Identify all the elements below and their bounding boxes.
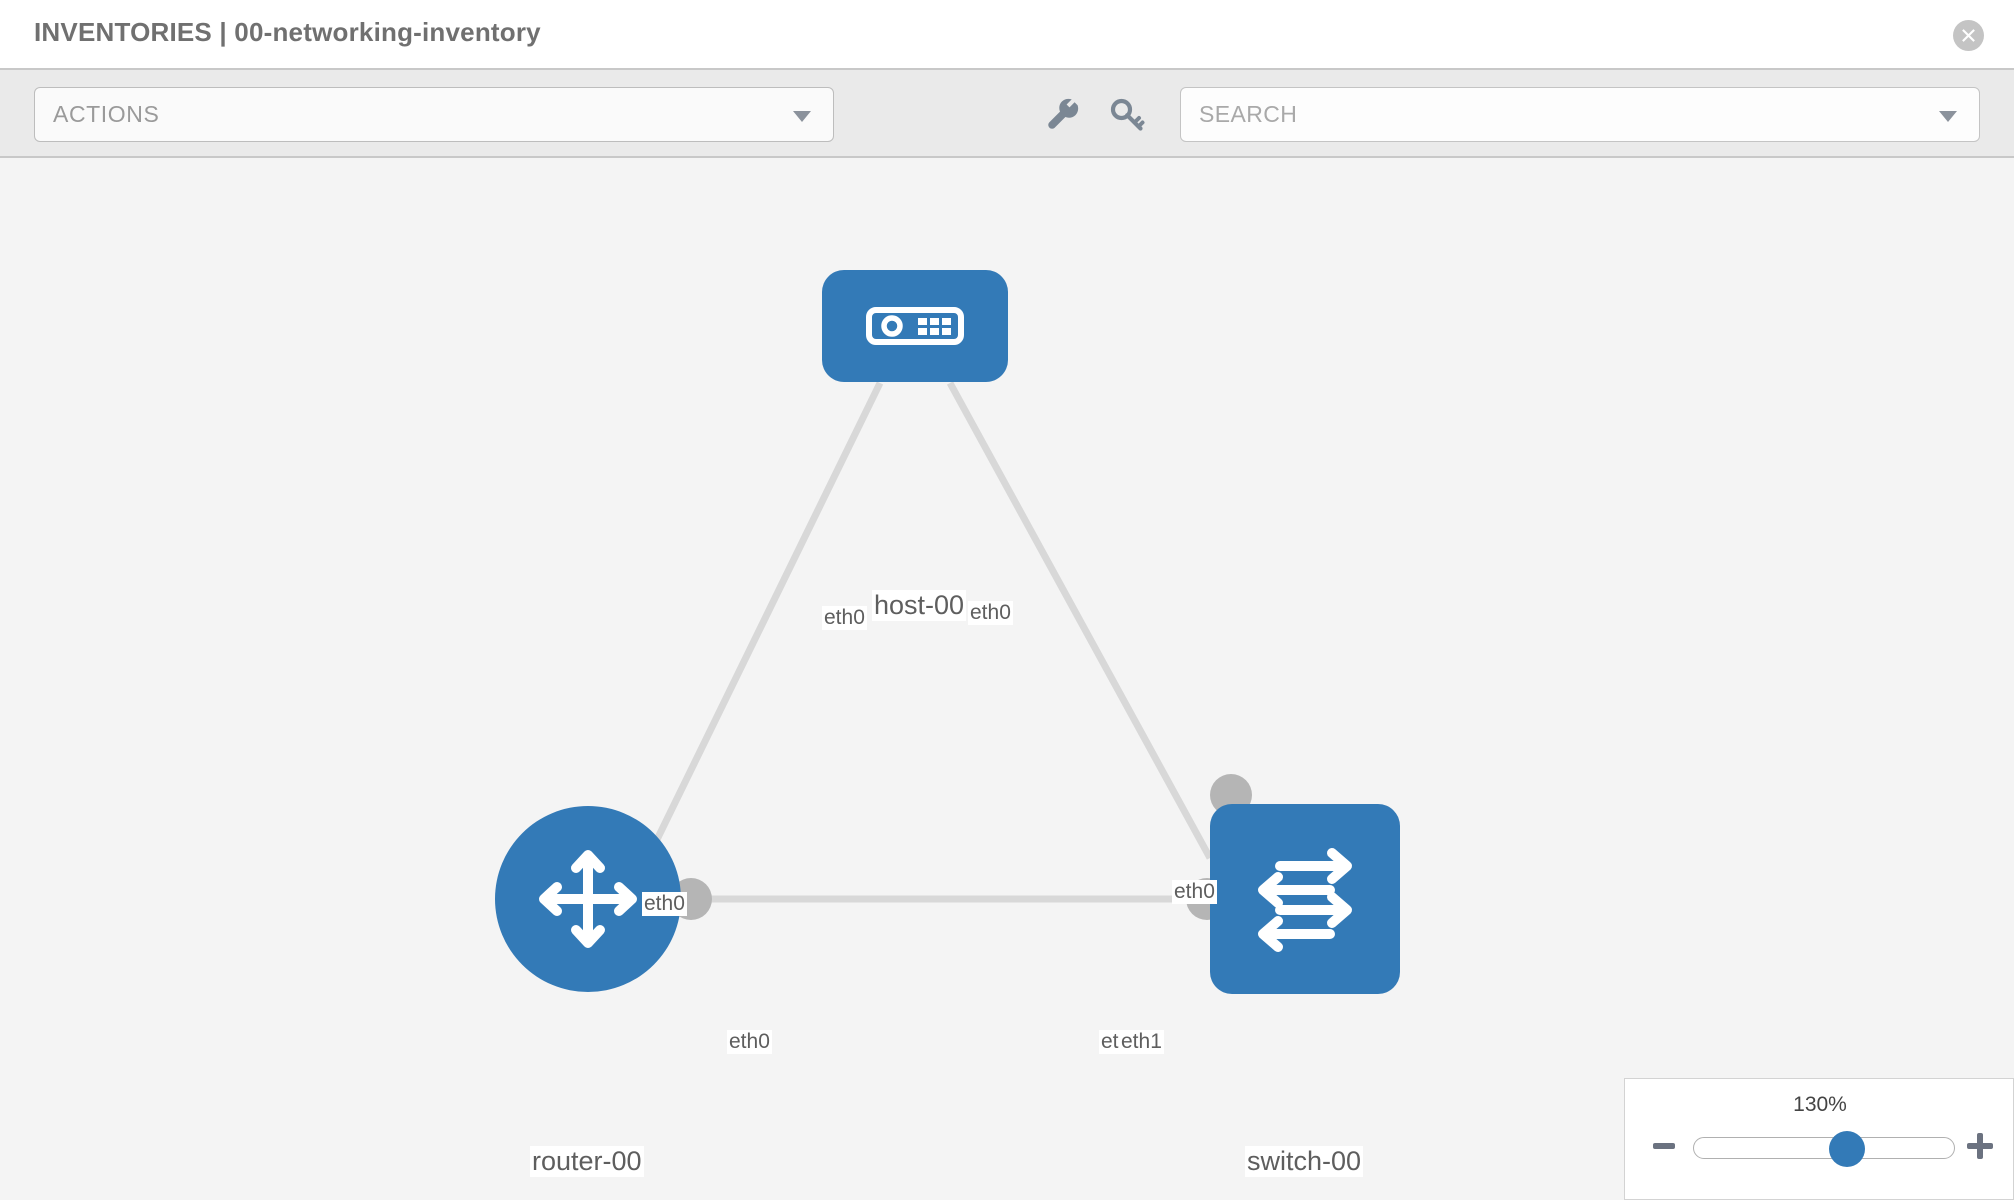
- wrench-icon[interactable]: [1040, 92, 1086, 138]
- wrench-glyph: [1048, 98, 1079, 129]
- close-icon[interactable]: [1953, 20, 1984, 51]
- search-input[interactable]: SEARCH: [1180, 87, 1980, 142]
- iface-label-switch00-west-eth1: eth1: [1119, 1030, 1164, 1054]
- toolbar: ACTIONS SEARCH: [0, 68, 2014, 158]
- server-icon: [866, 307, 964, 345]
- switch-arrows-icon: [1258, 848, 1352, 952]
- zoom-slider-track[interactable]: [1693, 1131, 1955, 1167]
- router-arrows-icon: [539, 850, 637, 948]
- topology-canvas[interactable]: host-00 router-00: [0, 158, 2014, 1200]
- iface-label-host00-west: eth0: [822, 606, 867, 630]
- iface-label-router00-east: eth0: [727, 1030, 772, 1054]
- zoom-slider-thumb[interactable]: [1829, 1131, 1866, 1167]
- node-router-00-label: router-00: [530, 1146, 644, 1177]
- iface-label-host00-east: eth0: [968, 601, 1013, 625]
- link-host00-switch00[interactable]: [946, 381, 1214, 860]
- actions-dropdown[interactable]: ACTIONS: [34, 87, 834, 142]
- zoom-in-button[interactable]: [1963, 1129, 1997, 1163]
- search-chevron-down-icon[interactable]: [1939, 110, 1957, 122]
- node-host-00-label: host-00: [872, 590, 967, 621]
- node-switch-00-label: switch-00: [1245, 1146, 1364, 1177]
- page-title: INVENTORIES | 00-networking-inventory: [34, 17, 541, 47]
- plus-icon: [1967, 1133, 1993, 1159]
- topology-links: [644, 381, 1215, 903]
- iface-label-switch00-north: eth0: [1172, 880, 1217, 904]
- node-switch-00-shape[interactable]: [1210, 804, 1400, 994]
- close-glyph: [1962, 29, 1975, 42]
- zoom-control-panel: 130%: [1624, 1078, 2014, 1200]
- zoom-out-button[interactable]: [1647, 1129, 1681, 1163]
- page-header: INVENTORIES | 00-networking-inventory: [0, 0, 2014, 68]
- link-host00-router00[interactable]: [644, 381, 884, 860]
- chevron-down-icon: [793, 110, 811, 122]
- iface-label-router00-north: eth0: [642, 892, 687, 916]
- search-placeholder: SEARCH: [1199, 101, 1298, 127]
- zoom-level-value: 130%: [1793, 1093, 1847, 1116]
- actions-dropdown-label: ACTIONS: [53, 101, 160, 127]
- key-glyph: [1110, 98, 1145, 131]
- key-icon[interactable]: [1104, 92, 1150, 138]
- minus-icon: [1653, 1143, 1675, 1149]
- node-host-00-shape[interactable]: [822, 270, 1008, 382]
